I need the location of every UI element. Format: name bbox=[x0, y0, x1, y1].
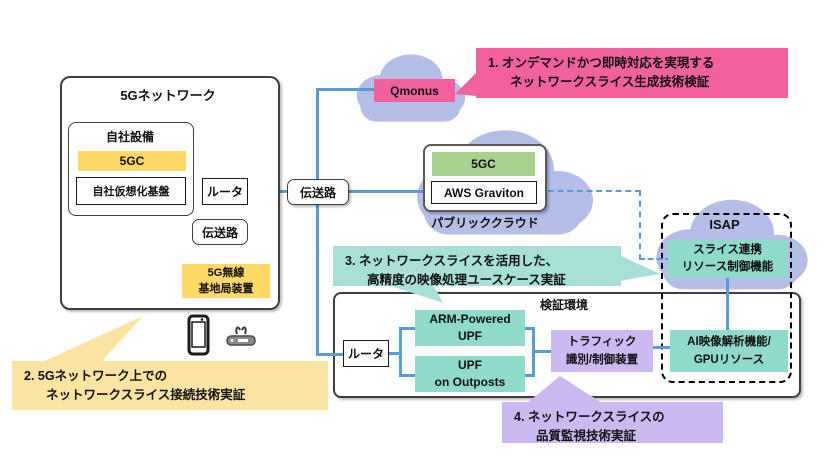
callout-4-line2: 品質監視技術実証 bbox=[536, 429, 637, 443]
qmonus-label: Qmonus bbox=[374, 79, 455, 102]
callout-4: 4. ネットワークスライスの 品質監視技術実証 bbox=[502, 402, 723, 443]
connector-outposts-right bbox=[523, 374, 535, 377]
connector-trunk-vertical bbox=[316, 88, 319, 356]
callout-3-tail-bottom bbox=[385, 284, 443, 303]
slice-resource-box: スライス連携 リソース制御機能 bbox=[668, 240, 787, 278]
callout-2-line1: 2. 5Gネットワーク上での bbox=[24, 369, 168, 383]
connector-arm-right bbox=[523, 327, 535, 330]
router-box-2: ルータ bbox=[343, 340, 389, 367]
traffic-control-box: トラフィック 識別/制御装置 bbox=[551, 330, 653, 372]
callout-1-line2: ネットワークスライス生成技術検証 bbox=[510, 75, 710, 89]
callout-3-tail-right bbox=[619, 255, 660, 281]
connector-env-router-horizontal bbox=[316, 353, 346, 356]
arm-upf-line1: ARM-Powered bbox=[429, 312, 511, 326]
transmission-inner-box: 伝送路 bbox=[192, 219, 248, 245]
ai-gpu-line2: GPUリソース bbox=[693, 354, 765, 366]
isap-title: ISAP bbox=[709, 217, 740, 232]
base-station-line1: 5G無線 bbox=[207, 267, 245, 279]
traffic-control-line2: 識別/制御装置 bbox=[565, 354, 639, 366]
verification-env-title: 検証環境 bbox=[539, 298, 588, 312]
connector-branch-left-vertical bbox=[399, 327, 402, 377]
isap-dashed-box bbox=[661, 213, 792, 383]
base-station-line2: 基地局装置 bbox=[198, 283, 254, 295]
connector-traffic-ai-horizontal bbox=[652, 346, 672, 349]
own-5gc-box: 5GC bbox=[78, 151, 186, 171]
connector-outposts-left bbox=[399, 374, 416, 377]
callout-3: 3. ネットワークスライスを活用した、 高精度の映像処理ユースケース実証 bbox=[333, 246, 621, 287]
router-box-1: ルータ bbox=[202, 178, 248, 205]
slice-resource-line2: リソース制御機能 bbox=[681, 261, 774, 273]
upf-outposts-line1: UPF bbox=[458, 358, 482, 372]
callout-1-line1: 1. オンデマンドかつ即時対応を実現する bbox=[488, 56, 715, 70]
callout-2: 2. 5Gネットワーク上での ネットワークスライス接続技術実証 bbox=[12, 361, 328, 410]
ai-gpu-box: AI映像解析機能/ GPUリソース bbox=[670, 330, 788, 372]
callout-4-tail bbox=[527, 376, 602, 403]
aws-graviton-box: AWS Graviton bbox=[431, 181, 537, 204]
callout-3-line2: 高精度の映像処理ユースケース実証 bbox=[367, 273, 566, 287]
connector-graviton-isap-dashed-h1 bbox=[538, 190, 641, 192]
g5-network-title: 5Gネットワーク bbox=[120, 88, 216, 103]
connector-qmonus-horizontal bbox=[316, 88, 378, 91]
connector-merge-traffic bbox=[532, 350, 552, 353]
connector-graviton-isap-dashed-v bbox=[639, 190, 641, 260]
traffic-control-line1: トラフィック bbox=[567, 336, 637, 348]
arm-upf-line2: UPF bbox=[458, 329, 482, 343]
own-equipment-title: 自社設備 bbox=[105, 130, 154, 144]
connector-slice-ai-vertical bbox=[726, 278, 729, 332]
callout-4-line1: 4. ネットワークスライスの bbox=[514, 410, 665, 424]
transmission-main-box: 伝送路 bbox=[287, 179, 349, 205]
upf-outposts-box: UPF on Outposts bbox=[415, 356, 525, 392]
connector-arm-left bbox=[399, 327, 416, 330]
upf-outposts-line2: on Outposts bbox=[434, 375, 506, 389]
callout-3-line1: 3. ネットワークスライスを活用した、 bbox=[345, 254, 559, 268]
smartphone-icon bbox=[187, 314, 210, 356]
arm-upf-box: ARM-Powered UPF bbox=[415, 310, 525, 346]
connector-router2-branch bbox=[388, 352, 401, 355]
ai-gpu-line1: AI映像解析機能/ bbox=[687, 336, 771, 348]
own-virtualization-box: 自社仮想化基盤 bbox=[76, 177, 186, 205]
callout-1: 1. オンデマンドかつ即時対応を実現する ネットワークスライス生成技術検証 bbox=[476, 48, 788, 98]
callout-2-line2: ネットワークスライス接続技術実証 bbox=[46, 388, 246, 402]
public-cloud-label: パブリッククラウド bbox=[431, 216, 539, 230]
callout-2-tail bbox=[40, 316, 143, 363]
connector-graviton-isap-dashed-h2 bbox=[639, 258, 671, 260]
base-station-box: 5G無線 基地局装置 bbox=[182, 264, 270, 298]
wifi-router-icon bbox=[226, 326, 256, 346]
public-5gc-box: 5GC bbox=[432, 152, 535, 176]
slice-resource-line1: スライス連携 bbox=[693, 244, 762, 256]
callout-1-tail bbox=[455, 72, 477, 96]
